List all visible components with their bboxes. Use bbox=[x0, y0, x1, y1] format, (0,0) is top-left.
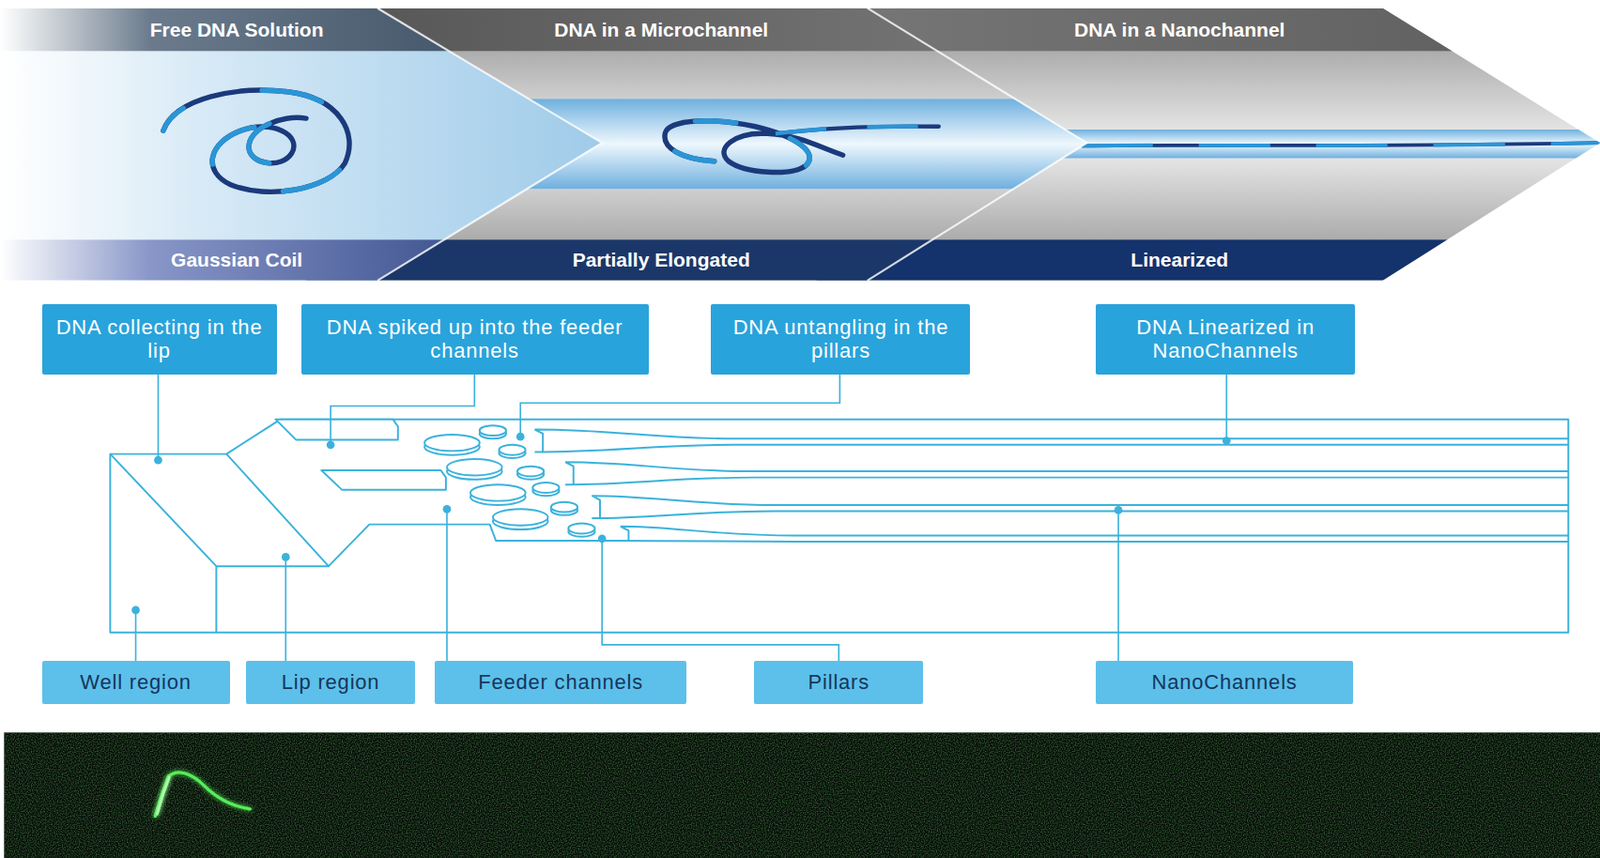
callout-box: DNA collecting in the lip bbox=[42, 304, 277, 375]
stage-bottom-band bbox=[815, 239, 1600, 280]
feeder-channel bbox=[321, 470, 447, 491]
leader-dot bbox=[281, 553, 291, 562]
region-label: Lip region bbox=[281, 670, 381, 694]
pillar bbox=[517, 466, 544, 477]
stage-state: Partially Elongated bbox=[572, 239, 751, 280]
region-label: Well region bbox=[79, 670, 191, 694]
leader-dot bbox=[598, 534, 607, 543]
pillar bbox=[470, 484, 526, 501]
stage-band: Free DNA SolutionGaussian Coil bbox=[83, 8, 390, 281]
stage-state: Gaussian Coil bbox=[170, 239, 303, 280]
stage-top-band bbox=[0, 8, 602, 52]
dna-tail bbox=[775, 126, 939, 135]
leader-line bbox=[1117, 509, 1120, 662]
nanochannel bbox=[620, 526, 1570, 542]
leader-dot bbox=[1114, 506, 1124, 515]
pillar bbox=[551, 502, 578, 513]
dna-tangle bbox=[664, 121, 810, 166]
leader-dot bbox=[1222, 436, 1231, 446]
pillar bbox=[479, 425, 507, 436]
well-boundary bbox=[109, 454, 216, 633]
leader-line bbox=[1225, 374, 1228, 442]
stage-ground bbox=[0, 8, 602, 281]
chevron-edge bbox=[867, 8, 1088, 281]
image-ground bbox=[3, 732, 1600, 858]
dna-coil bbox=[163, 90, 350, 192]
leader-dot bbox=[443, 505, 452, 514]
dna-tail bbox=[775, 126, 939, 135]
region-label: Feeder channels bbox=[477, 670, 644, 694]
callout-text: DNA collecting in the lip bbox=[53, 315, 266, 364]
callout-text: DNA Linearized in NanoChannels bbox=[1107, 315, 1344, 364]
pillar bbox=[532, 482, 559, 493]
region-label-box: NanoChannels bbox=[1095, 661, 1354, 705]
nanochannel bbox=[591, 495, 1569, 519]
chevron-edge bbox=[377, 8, 602, 281]
stage-title: DNA in a Nanochannel bbox=[1074, 8, 1285, 52]
region-label-box: Pillars bbox=[753, 661, 924, 705]
feeder-channel bbox=[275, 419, 398, 441]
dna-strand bbox=[1081, 142, 1600, 146]
dna-molecule bbox=[154, 772, 250, 817]
region-label-box: Feeder channels bbox=[434, 661, 687, 705]
leader-dot bbox=[326, 440, 336, 449]
nanochannel bbox=[534, 430, 1569, 453]
stage-title: DNA in a Microchannel bbox=[553, 8, 769, 52]
pillar bbox=[568, 523, 595, 535]
leader-dots bbox=[131, 432, 1231, 615]
leader-line bbox=[157, 374, 160, 461]
leader-line bbox=[135, 610, 138, 662]
region-label-box: Lip region bbox=[246, 661, 416, 705]
leader-line bbox=[330, 374, 475, 446]
stage-title: Free DNA Solution bbox=[150, 8, 324, 52]
callout-box: DNA untangling in the pillars bbox=[710, 304, 970, 375]
stage-state: Linearized bbox=[1130, 239, 1229, 280]
leader-dot bbox=[516, 432, 525, 442]
free-solution-stage bbox=[0, 8, 602, 281]
leader-line bbox=[601, 538, 839, 662]
leader-dot bbox=[131, 606, 140, 616]
dna-coil bbox=[163, 90, 350, 192]
stage-top-band bbox=[815, 8, 1600, 52]
chip-schematic bbox=[109, 419, 1569, 633]
pillar bbox=[424, 434, 480, 451]
dna-strand bbox=[1081, 142, 1600, 146]
stage-band: DNA in a NanochannelLinearized bbox=[1015, 8, 1343, 281]
callout-box: DNA spiked up into the feeder channels bbox=[301, 304, 649, 375]
pillar bbox=[446, 459, 503, 476]
region-label-box: Well region bbox=[42, 661, 231, 705]
fluorescence-image bbox=[3, 732, 1600, 858]
stage-bottom-band bbox=[0, 239, 602, 280]
leader-lines bbox=[136, 374, 1228, 662]
callout-box: DNA Linearized in NanoChannels bbox=[1095, 304, 1355, 375]
callout-text: DNA spiked up into the feeder channels bbox=[312, 315, 638, 364]
leader-dot bbox=[153, 456, 163, 465]
pillar bbox=[492, 508, 549, 525]
pillar bbox=[498, 445, 525, 456]
leader-line bbox=[520, 374, 840, 437]
leader-line bbox=[446, 508, 448, 662]
image-noise bbox=[3, 732, 1600, 858]
nanochannel bbox=[565, 461, 1569, 485]
region-label: Pillars bbox=[808, 670, 871, 694]
pillar-array bbox=[424, 425, 595, 537]
chip-outline bbox=[109, 419, 1569, 633]
leader-line bbox=[284, 556, 287, 662]
dna-molecule bbox=[156, 777, 170, 815]
stage-band: DNA in a MicrochannelPartially Elongated bbox=[497, 8, 825, 281]
callout-text: DNA untangling in the pillars bbox=[722, 315, 959, 364]
lip-boundary bbox=[215, 454, 329, 568]
region-label: NanoChannels bbox=[1151, 670, 1297, 694]
